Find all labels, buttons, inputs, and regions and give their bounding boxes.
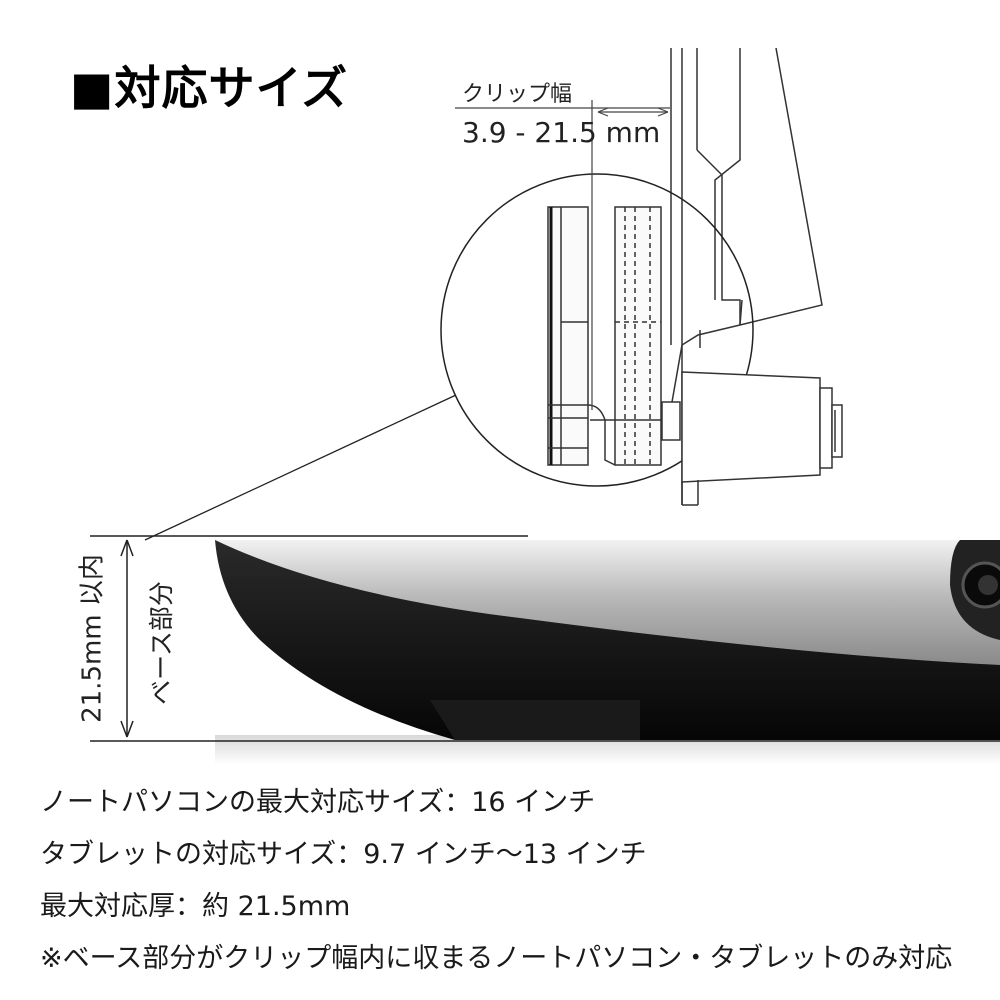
page-title: ■対応サイズ <box>70 61 349 115</box>
spec-tablet-size: タブレットの対応サイズ：9.7 インチ〜13 インチ <box>40 839 647 870</box>
clip-width-label: クリップ幅 <box>462 82 573 107</box>
spec-laptop-size: ノートパソコンの最大対応サイズ：16 インチ <box>40 787 596 818</box>
leader-line <box>144 394 457 541</box>
base-height-dimension <box>90 535 1000 742</box>
clip-mechanism <box>547 206 843 506</box>
base-body <box>215 540 1000 740</box>
clip-width-range: 3.9 - 21.5 mm <box>462 116 661 149</box>
spec-max-thickness: 最大対応厚：約 21.5mm <box>40 891 351 922</box>
spec-note: ※ベース部分がクリップ幅内に収まるノートパソコン・タブレットのみ対応 <box>40 943 953 974</box>
clip-width-dimension <box>455 100 672 410</box>
base-part-label: ベース部分 <box>147 581 176 705</box>
magnifier-circle <box>440 173 754 487</box>
base-height-label: 21.5mm 以内 <box>77 554 108 723</box>
